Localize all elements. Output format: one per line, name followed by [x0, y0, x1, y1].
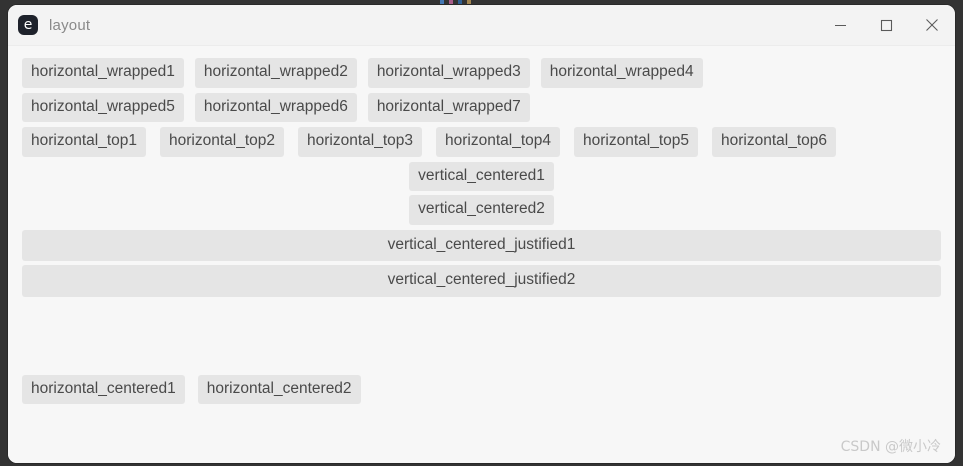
label-horizontal-wrapped1[interactable]: horizontal_wrapped1 [22, 58, 184, 88]
minimize-button[interactable] [817, 5, 863, 45]
label-horizontal-wrapped3[interactable]: horizontal_wrapped3 [367, 58, 530, 88]
label-horizontal-wrapped7[interactable]: horizontal_wrapped7 [367, 92, 530, 122]
window-controls [817, 5, 955, 45]
label-horizontal-wrapped2[interactable]: horizontal_wrapped2 [194, 58, 357, 88]
taskbar-hint-pixel-4 [467, 0, 471, 4]
label-horizontal-wrapped6[interactable]: horizontal_wrapped6 [194, 92, 357, 122]
maximize-button[interactable] [863, 5, 909, 45]
vertical-centered-justified-row-1: vertical_centered_justified1 [8, 229, 955, 261]
label-horizontal-centered2[interactable]: horizontal_centered2 [197, 374, 361, 404]
label-horizontal-top5[interactable]: horizontal_top5 [574, 127, 698, 157]
minimize-icon [834, 19, 847, 32]
taskbar-hint-pixel-1 [440, 0, 444, 4]
horizontal-wrapped-row-2: horizontal_wrapped5 horizontal_wrapped6 … [8, 92, 955, 122]
application-window: e layout [8, 5, 955, 463]
taskbar-hint-pixel-3 [458, 0, 462, 4]
label-horizontal-top1[interactable]: horizontal_top1 [22, 127, 146, 157]
label-horizontal-wrapped4[interactable]: horizontal_wrapped4 [540, 58, 703, 88]
taskbar-hint-pixel-2 [449, 0, 453, 4]
label-horizontal-top3[interactable]: horizontal_top3 [298, 127, 422, 157]
label-horizontal-wrapped5[interactable]: horizontal_wrapped5 [22, 92, 184, 122]
label-horizontal-top6[interactable]: horizontal_top6 [712, 127, 836, 157]
label-vertical-centered-justified1[interactable]: vertical_centered_justified1 [22, 229, 941, 261]
horizontal-centered-row: horizontal_centered1 horizontal_centered… [8, 374, 955, 404]
vertical-centered-justified-row-2: vertical_centered_justified2 [8, 265, 955, 297]
close-icon [925, 18, 939, 32]
close-button[interactable] [909, 5, 955, 45]
window-title: layout [49, 16, 91, 34]
app-icon: e [18, 15, 38, 35]
horizontal-wrapped-row-1: horizontal_wrapped1 horizontal_wrapped2 … [8, 58, 955, 88]
watermark: CSDN @微小冷 [840, 439, 941, 455]
label-vertical-centered2[interactable]: vertical_centered2 [409, 195, 554, 225]
window-titlebar[interactable]: e layout [8, 5, 955, 46]
label-vertical-centered-justified2[interactable]: vertical_centered_justified2 [22, 265, 941, 297]
vertical-centered-row-2: vertical_centered2 [8, 195, 955, 225]
maximize-icon [880, 19, 893, 32]
label-horizontal-centered1[interactable]: horizontal_centered1 [22, 374, 185, 404]
window-client-area: horizontal_wrapped1 horizontal_wrapped2 … [8, 46, 955, 463]
label-vertical-centered1[interactable]: vertical_centered1 [409, 161, 554, 191]
horizontal-top-row: horizontal_top1 horizontal_top2 horizont… [8, 127, 955, 157]
vertical-centered-row-1: vertical_centered1 [8, 161, 955, 191]
label-horizontal-top4[interactable]: horizontal_top4 [436, 127, 560, 157]
taskbar-hint [440, 0, 520, 4]
label-horizontal-top2[interactable]: horizontal_top2 [160, 127, 284, 157]
